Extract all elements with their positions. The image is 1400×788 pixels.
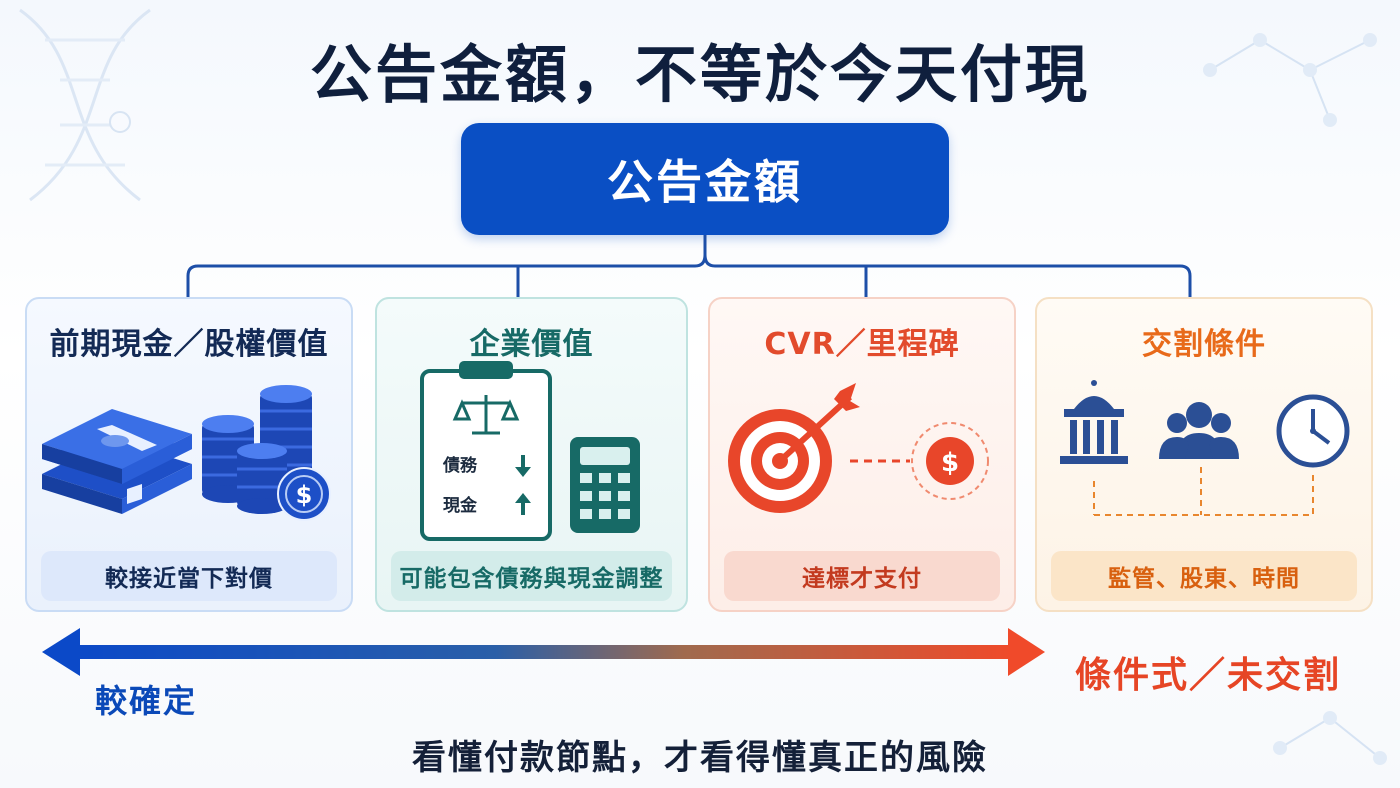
card-closing-conditions: 交割條件 [1035, 297, 1373, 612]
card-pill: 達標才支付 [724, 551, 1000, 601]
money-stack-icon: $ [42, 385, 331, 521]
arrow-down-icon [515, 455, 531, 477]
arrow-up-icon [515, 493, 531, 515]
card-cvr-milestone: CVR／里程碑 $ 達標才支付 [708, 297, 1016, 612]
card-pill: 較接近當下對價 [41, 551, 337, 601]
tree-connectors [186, 235, 1192, 297]
svg-text:$: $ [296, 481, 313, 509]
molecule-decoration [1203, 33, 1377, 127]
clock-icon [1276, 394, 1350, 468]
government-building-icon [1060, 380, 1128, 464]
card-title: 交割條件 [1142, 327, 1266, 362]
calculator-icon [570, 437, 640, 533]
conditions-icons [1060, 380, 1350, 516]
announced-amount-label: 公告金額 [607, 155, 803, 209]
shareholders-icon [1159, 402, 1239, 459]
card-enterprise-value: 企業價值 債務 現金 [375, 297, 688, 612]
card-upfront-cash: 前期現金／股權價值 [25, 297, 353, 612]
bottom-caption: 看懂付款節點，才看得懂真正的風險 [412, 738, 988, 778]
dna-decoration [19, 8, 151, 202]
card-title: CVR／里程碑 [764, 327, 960, 362]
svg-text:$: $ [941, 448, 959, 478]
clipboard-calculator-icon: 債務 現金 [420, 361, 640, 541]
target-icon: $ [728, 383, 989, 513]
card-title: 前期現金／股權價值 [49, 327, 329, 362]
dollar-coin-icon: $ [911, 422, 989, 500]
conditional-label: 條件式／未交割 [1075, 655, 1342, 696]
page-title: 公告金額，不等於今天付現 [309, 38, 1090, 111]
card-title: 企業價值 [469, 327, 594, 362]
cash-label: 現金 [443, 495, 478, 516]
card-pill: 監管、股東、時間 [1051, 551, 1357, 601]
molecule-decoration-bottom [1273, 711, 1387, 765]
scale-icon [452, 395, 520, 435]
debt-label: 債務 [442, 455, 478, 476]
card-pill: 可能包含債務與現金調整 [391, 551, 672, 601]
more-certain-label: 較確定 [95, 682, 198, 720]
announced-amount-box: 公告金額 [461, 123, 949, 235]
